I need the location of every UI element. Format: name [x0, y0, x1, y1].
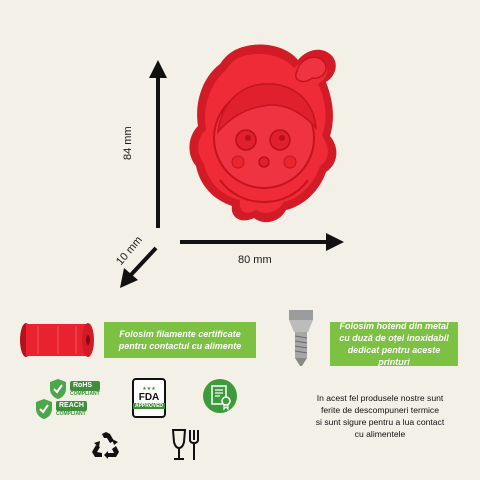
shield-check-icon — [50, 379, 66, 399]
hotend-info-box: Folosim hotend din metal cu duză de oțel… — [330, 321, 458, 367]
certificate-icon — [203, 379, 237, 413]
filament-info-text: Folosim filamente certificate pentru con… — [118, 329, 242, 351]
reach-sub-label: COMPLIANT — [56, 411, 86, 417]
filament-spool-icon — [20, 323, 94, 357]
reach-badge: REACH COMPLIANT — [34, 398, 87, 420]
cookie-cutter-image — [189, 44, 337, 223]
filament-info-box: Folosim filamente certificate pentru con… — [104, 322, 256, 358]
reach-label: REACH — [56, 401, 87, 411]
rohs-badge: RoHS COMPLIANT — [48, 378, 100, 400]
width-dimension-label: 80 mm — [238, 254, 272, 266]
height-dimension-label: 84 mm — [122, 126, 134, 160]
recycle-icon — [92, 432, 119, 459]
safety-note: In acest fel produsele nostre sunt ferit… — [294, 392, 466, 440]
rohs-label: RoHS — [70, 381, 100, 391]
fda-badge: ★★★ FDA APPROVED — [132, 378, 166, 418]
rohs-sub-label: COMPLIANT — [70, 391, 100, 397]
dimension-arrows — [120, 60, 344, 288]
safety-note-line-4: cu alimentele — [354, 429, 406, 439]
hotend-info-text: Folosim hotend din metal cu duză de oțel… — [339, 321, 449, 367]
safety-note-line-3: si sunt sigure pentru a lua contact — [315, 417, 445, 427]
fda-label: FDA — [138, 392, 160, 403]
safety-note-line-1: In acest fel produsele nostre sunt — [316, 393, 444, 403]
nozzle-icon — [289, 310, 313, 366]
food-safe-icon — [171, 429, 199, 460]
safety-note-line-2: ferite de descompuneri termice — [321, 405, 439, 415]
fda-sub-label: APPROVED — [132, 403, 166, 409]
shield-check-icon — [36, 399, 52, 419]
star-icon: ★★★ — [142, 386, 156, 392]
